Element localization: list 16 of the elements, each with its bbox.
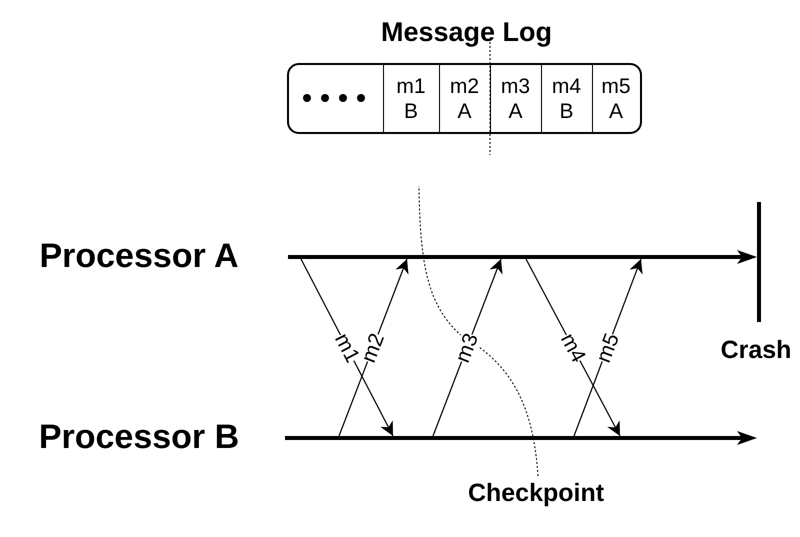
sender-id: A — [608, 100, 624, 124]
message-id: m2 — [448, 75, 480, 99]
sender-id: B — [558, 100, 574, 124]
log-title: Message Log — [380, 17, 554, 48]
sender-id: A — [507, 100, 524, 124]
sender-id: B — [402, 100, 419, 124]
message-id: m3 — [500, 75, 532, 99]
message-id: m4 — [550, 75, 582, 99]
processor-label: Processor A — [38, 237, 240, 276]
processor-label: Processor B — [38, 418, 240, 457]
message-id: m1 — [395, 75, 427, 99]
crash-label: Crash — [720, 336, 792, 365]
message-id: m5 — [600, 75, 632, 99]
sender-id: A — [456, 100, 472, 124]
checkpoint-label: Checkpoint — [466, 479, 606, 508]
checkpoint-line — [418, 186, 538, 476]
